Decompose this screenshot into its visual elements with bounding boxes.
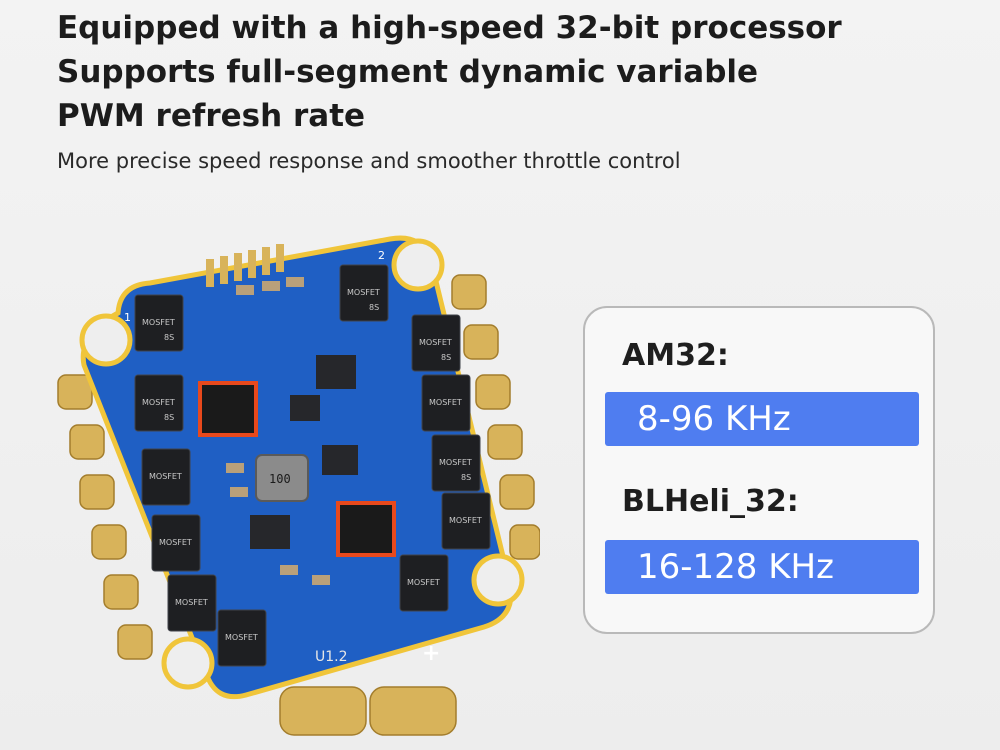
mosfet-chip: [339, 264, 389, 322]
spec-card: AM32: 8-96 KHz BLHeli_32: 16-128 KHz: [583, 306, 935, 634]
mosfet-chip: [421, 374, 471, 432]
mosfet-label: MOSFET: [142, 398, 175, 407]
mounting-hole-bottom-left: [161, 636, 215, 690]
power-pad-negative: [279, 686, 367, 736]
mounting-hole-top-left: [79, 313, 133, 367]
processor-chip: [198, 381, 258, 437]
mosfet-rating: 8S: [164, 333, 174, 342]
corner-label-1: 1: [124, 311, 131, 324]
am32-label: AM32:: [622, 338, 729, 373]
solder-pad-right-4: [487, 424, 523, 460]
mosfet-label: MOSFET: [149, 472, 182, 481]
version-label: U1.2: [315, 649, 348, 665]
connector-pin: [206, 259, 214, 287]
headline: Equipped with a high-speed 32-bit proces…: [57, 6, 842, 138]
resistor: [286, 277, 304, 287]
mosfet-chip: [167, 574, 217, 632]
esc-board-image: MOSFET MOSFET MOSFET MOSFET MOSFET MOSFE…: [57, 235, 540, 736]
resistor: [226, 463, 244, 473]
mosfet-chip: [217, 609, 267, 667]
ic-chip: [290, 395, 320, 421]
mosfet-chip: [141, 448, 191, 506]
ic-chip: [250, 515, 290, 549]
mosfet-rating: 8S: [164, 413, 174, 422]
solder-pad-left-1: [57, 374, 93, 410]
resistor: [312, 575, 330, 585]
mosfet-label: MOSFET: [419, 338, 452, 347]
mosfet-label: MOSFET: [429, 398, 462, 407]
inductor-label: 100: [269, 472, 291, 486]
solder-pad-left-6: [117, 624, 153, 660]
corner-label-2: 2: [378, 249, 385, 262]
mosfet-label: MOSFET: [142, 318, 175, 327]
mosfet-chip: [134, 294, 184, 352]
mosfet-rating: 8S: [461, 473, 471, 482]
solder-pad-right-6: [509, 524, 540, 560]
mosfet-label: MOSFET: [159, 538, 192, 547]
solder-pad-left-2: [69, 424, 105, 460]
mosfet-label: MOSFET: [347, 288, 380, 297]
processor-chip: [336, 501, 396, 557]
mosfet-chip: [441, 492, 491, 550]
connector-pin: [234, 253, 242, 281]
subheadline: More precise speed response and smoother…: [57, 149, 681, 173]
ic-chip: [322, 445, 358, 475]
mosfet-label: MOSFET: [225, 633, 258, 642]
mosfet-chip: [134, 374, 184, 432]
mosfet-chip: [411, 314, 461, 372]
mosfet-label: MOSFET: [407, 578, 440, 587]
mosfet-rating: 8S: [441, 353, 451, 362]
connector-pin: [276, 244, 284, 272]
mounting-hole-top-right: [391, 238, 445, 292]
resistor: [280, 565, 298, 575]
power-pad-positive: [369, 686, 457, 736]
connector-pin: [220, 256, 228, 284]
headline-line-2: Supports full-segment dynamic variable: [57, 54, 759, 90]
mosfet-rating: 8S: [369, 303, 379, 312]
mosfet-label: MOSFET: [449, 516, 482, 525]
mosfet-chip: [431, 434, 481, 492]
mosfet-label: MOSFET: [175, 598, 208, 607]
headline-line-3: PWM refresh rate: [57, 98, 366, 134]
solder-pad-left-4: [91, 524, 127, 560]
headline-line-1: Equipped with a high-speed 32-bit proces…: [57, 10, 842, 46]
solder-pad-left-3: [79, 474, 115, 510]
inductor: [255, 454, 309, 502]
solder-pad-right-3: [475, 374, 511, 410]
blheli-label: BLHeli_32:: [622, 484, 799, 519]
am32-value: 8-96 KHz: [605, 392, 919, 446]
blheli-value: 16-128 KHz: [605, 540, 919, 594]
mounting-hole-bottom-right: [471, 553, 525, 607]
resistor: [230, 487, 248, 497]
mosfet-chip: [151, 514, 201, 572]
solder-pad-left-5: [103, 574, 139, 610]
solder-pad-right-5: [499, 474, 535, 510]
plus-mark: +: [422, 641, 440, 666]
solder-pad-right-1: [451, 274, 487, 310]
connector-pin: [248, 250, 256, 278]
mosfet-label: MOSFET: [439, 458, 472, 467]
resistor: [236, 285, 254, 295]
ic-chip: [316, 355, 356, 389]
mosfet-chip: [399, 554, 449, 612]
resistor: [262, 281, 280, 291]
connector-pin: [262, 247, 270, 275]
solder-pad-right-2: [463, 324, 499, 360]
